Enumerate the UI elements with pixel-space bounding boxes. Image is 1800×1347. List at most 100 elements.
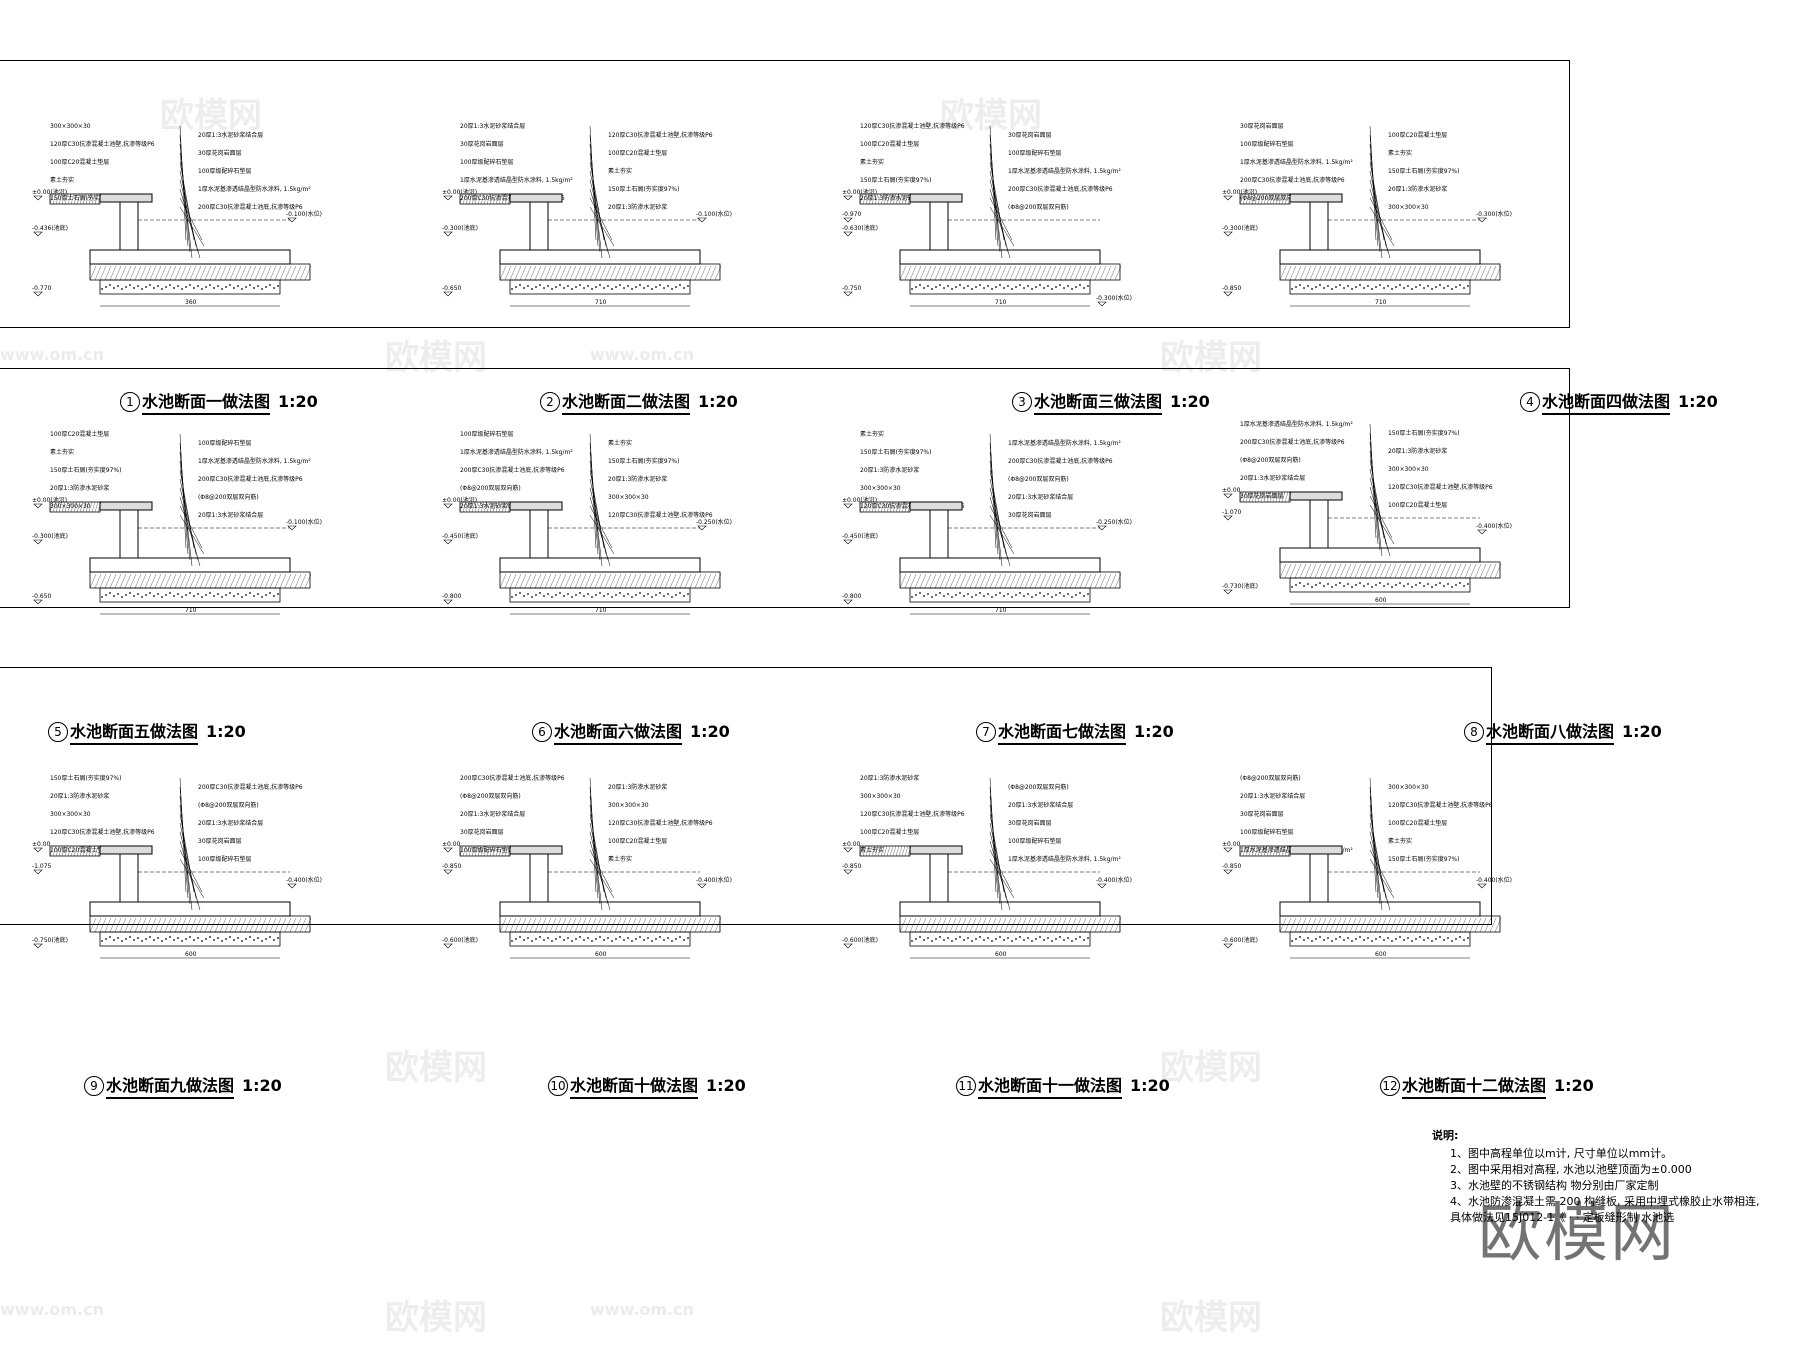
elevation-triangle [843, 503, 853, 509]
hatch-line [1034, 917, 1042, 933]
hatch-line [1414, 917, 1422, 933]
hatch-line [61, 501, 66, 513]
gravel-dot [639, 592, 641, 594]
hatch-line [883, 193, 888, 205]
hatch-line [1049, 265, 1057, 281]
hatch-line [599, 917, 607, 933]
gravel-dot [963, 287, 965, 289]
layer-label: 100厚级配碎石垫层 [1008, 837, 1061, 845]
hatch-line [79, 845, 84, 857]
gravel-dot [1415, 286, 1417, 288]
gravel-dot [999, 936, 1001, 938]
notes-heading: 说明: [1432, 1129, 1459, 1142]
leader-line [1369, 423, 1377, 539]
hatch-line [919, 917, 927, 933]
gravel-layer [1289, 577, 1471, 593]
gravel-dot [911, 940, 913, 942]
hatch-line [1394, 917, 1402, 933]
gravel-dot [547, 937, 549, 939]
base-layer [1279, 561, 1501, 579]
gravel-dot [1431, 940, 1433, 942]
hatch-line [1324, 265, 1332, 281]
hatch-line [704, 265, 712, 281]
hatch-line [564, 917, 572, 933]
gravel-dot [603, 595, 605, 597]
hatch-line [1254, 193, 1259, 205]
hatch-line [244, 917, 252, 933]
detail-title-text: 水池断面九做法图 [106, 1072, 235, 1099]
hatch-line [709, 265, 717, 281]
gravel-dot [1463, 585, 1465, 587]
row-frame-3 [0, 667, 1492, 925]
elevation-triangle [443, 847, 453, 853]
layer-label: 100厚C20混凝土垫层 [1388, 819, 1447, 827]
hatch-line [1309, 563, 1317, 579]
hatch-line [1004, 265, 1012, 281]
detail-title-text: 水池断面八做法图 [1486, 718, 1615, 745]
hatch-line [264, 265, 272, 281]
hatch-line [159, 265, 167, 281]
gravel-dot [659, 284, 661, 286]
gravel-dot [1411, 288, 1413, 290]
hatch-line [139, 917, 147, 933]
hatch-line [88, 193, 93, 205]
leader-line [179, 505, 203, 549]
elevation-triangle [287, 883, 297, 889]
gravel-layer [99, 587, 281, 603]
gravel-dot [627, 593, 629, 595]
gravel-dot [1059, 936, 1061, 938]
gravel-dot [931, 596, 933, 598]
gravel-dot [991, 288, 993, 290]
gravel-dot [177, 285, 179, 287]
hatch-line [119, 917, 127, 933]
gravel-dot [273, 595, 275, 597]
gravel-dot [241, 940, 243, 942]
hatch-line [594, 917, 602, 933]
hatch-line [534, 573, 542, 589]
gravel-dot [575, 938, 577, 940]
gravel-dot [173, 939, 175, 941]
hatch-line [1389, 265, 1397, 281]
hatch-line [904, 845, 909, 857]
gravel-dot [971, 288, 973, 290]
hatch-line [944, 917, 952, 933]
gravel-dot [1319, 936, 1321, 938]
hatch-line [909, 573, 917, 589]
detail-scale: 1:20 [690, 722, 730, 741]
gravel-dot [1311, 288, 1313, 290]
dimension-label: 600 [595, 951, 607, 958]
hatch-line [559, 573, 567, 589]
hatch-line [619, 573, 627, 589]
hatch-line [614, 917, 622, 933]
gravel-dot [105, 594, 107, 596]
elevation-mark: ±0.00(池沿) [842, 496, 877, 504]
gravel-dot [1087, 285, 1089, 287]
hatch-line [954, 265, 962, 281]
hatch-line [1344, 563, 1352, 579]
detail-title-text: 水池断面六做法图 [554, 718, 683, 745]
gravel-dot [591, 596, 593, 598]
layer-label: 1厚水泥基渗透结晶型防水涂料, 1.5kg/m² [198, 185, 311, 193]
gravel-dot [1459, 284, 1461, 286]
gravel-dot [1031, 596, 1033, 598]
hatch-line [1349, 265, 1357, 281]
gravel-dot [551, 940, 553, 942]
gravel-dot [1067, 285, 1069, 287]
gravel-dot [1399, 582, 1401, 584]
hatch-line [644, 917, 652, 933]
hatch-line [214, 917, 222, 933]
hatch-line [886, 193, 891, 205]
hatch-line [194, 265, 202, 281]
hatch-line [1359, 563, 1367, 579]
gravel-dot [117, 593, 119, 595]
gravel-dot [1407, 285, 1409, 287]
gravel-dot [181, 288, 183, 290]
hatch-line [1314, 265, 1322, 281]
hatch-line [914, 573, 922, 589]
hatch-line [904, 917, 912, 933]
hatch-line [629, 573, 637, 589]
elevation-triangle [843, 943, 853, 949]
gravel-dot [1315, 286, 1317, 288]
paving-layer [1239, 845, 1291, 857]
leader-line [179, 433, 187, 549]
